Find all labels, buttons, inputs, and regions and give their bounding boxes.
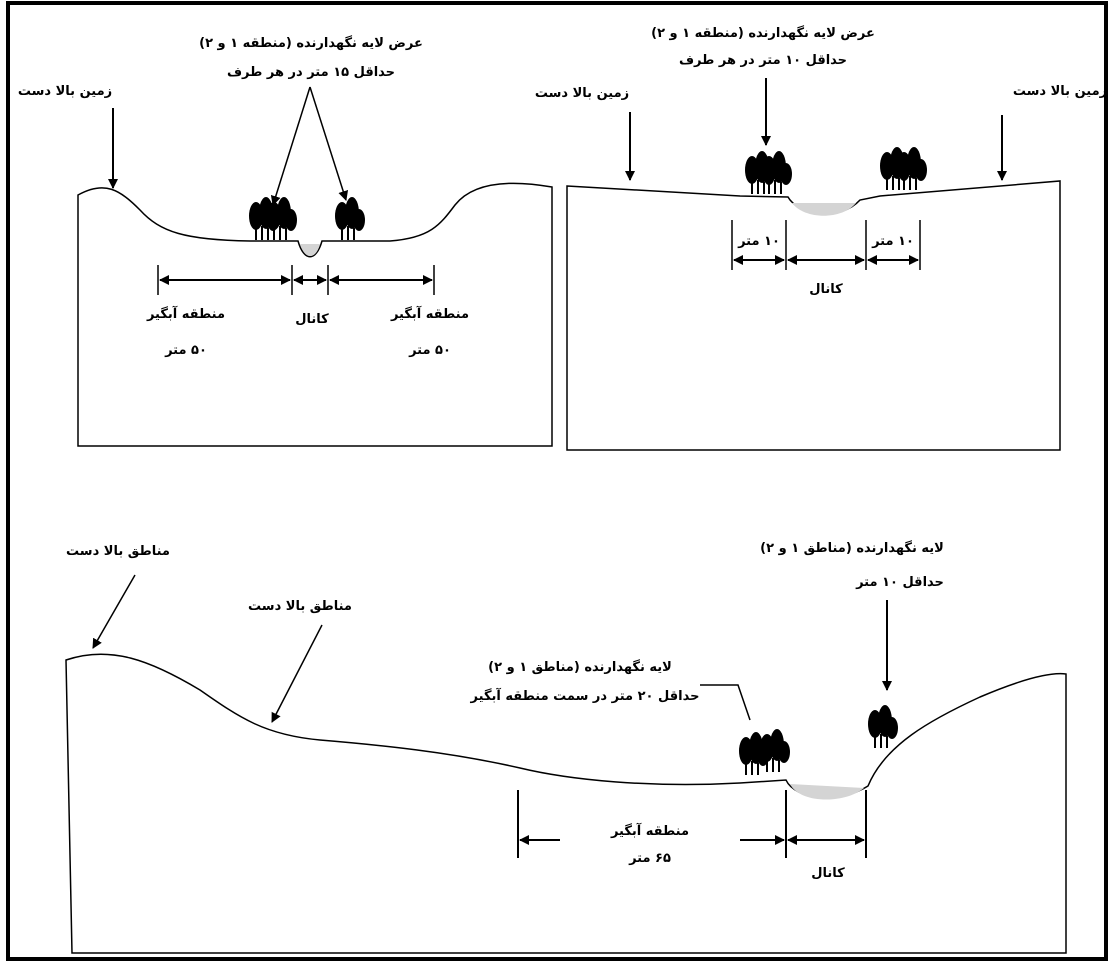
panel-c-left-buffer-leader: [700, 684, 751, 721]
tree-icon: [897, 147, 927, 190]
panel-a-pointer-right: [309, 86, 349, 201]
panel-a-title-line2: حداقل ۱۵ متر در هر طرف: [227, 65, 395, 80]
panel-b: عرض لایه نگهدارنده (منطقه ۱ و ۲) حداقل ۱…: [535, 25, 1107, 451]
panel-a-left-zone-size: ۵۰ متر: [164, 343, 207, 358]
panel-c-water: [790, 784, 864, 800]
panel-a-upland-left: زمین بالا دست: [18, 84, 112, 99]
panel-c-right-buffer-line1: لایه نگهدارنده (مناطق ۱ و ۲): [760, 540, 944, 556]
panel-c-channel-label: کانال: [811, 866, 845, 881]
panel-a-pointer-left: [270, 86, 311, 206]
panel-b-upland-left: زمین بالا دست: [535, 86, 629, 101]
panel-a-right-zone-label: منطقه آبگیر: [390, 305, 469, 322]
panel-c-upland-2-arrow: [271, 624, 323, 723]
panel-b-right-buffer: ۱۰ متر: [871, 234, 914, 249]
page-frame: [6, 1, 1108, 961]
tree-icon: [267, 197, 297, 240]
tree-icon: [868, 705, 898, 748]
panel-b-upland-right: زمین بالا دست: [1013, 84, 1107, 99]
panel-b-title-line1: عرض لایه نگهدارنده (منطقه ۱ و ۲): [651, 25, 875, 41]
panel-a-right-zone-size: ۵۰ متر: [408, 343, 451, 358]
panel-c-right-buffer-line2: حداقل ۱۰ متر: [855, 575, 944, 590]
panel-a-left-zone-label: منطقه آبگیر: [146, 305, 225, 322]
panel-c-zone-size: ۶۵ متر: [628, 851, 671, 866]
panel-c-zone-label: منطقه آبگیر: [610, 822, 689, 839]
panel-c-upland-2: مناطق بالا دست: [248, 599, 352, 614]
panel-a-water: [300, 244, 320, 256]
panel-b-title-line2: حداقل ۱۰ متر در هر طرف: [679, 53, 847, 68]
panel-c-upland-1: مناطق بالا دست: [66, 544, 170, 559]
panel-c-left-buffer-line2: حداقل ۲۰ متر در سمت منطقه آبگیر: [470, 687, 700, 704]
panel-b-water: [792, 203, 856, 216]
tree-icon: [335, 197, 365, 240]
panel-a-channel-label: کانال: [295, 312, 329, 327]
panel-b-frame: [566, 180, 1061, 451]
panel-a: عرض لایه نگهدارنده (منطقه ۱ و ۲) حداقل ۱…: [18, 35, 553, 447]
tree-icon: [762, 151, 792, 194]
panel-c-upland-1-arrow: [92, 574, 136, 649]
panel-c-frame: [65, 653, 1067, 954]
panel-c-left-buffer-line1: لایه نگهدارنده (مناطق ۱ و ۲): [488, 659, 672, 675]
panel-a-title-line1: عرض لایه نگهدارنده (منطقه ۱ و ۲): [199, 35, 423, 51]
panel-c: مناطق بالا دست مناطق بالا دست لایه نگهدا…: [65, 540, 1067, 954]
panel-b-channel-label: کانال: [809, 282, 843, 297]
panel-a-frame: [77, 182, 553, 447]
panel-b-left-buffer: ۱۰ متر: [737, 234, 780, 249]
